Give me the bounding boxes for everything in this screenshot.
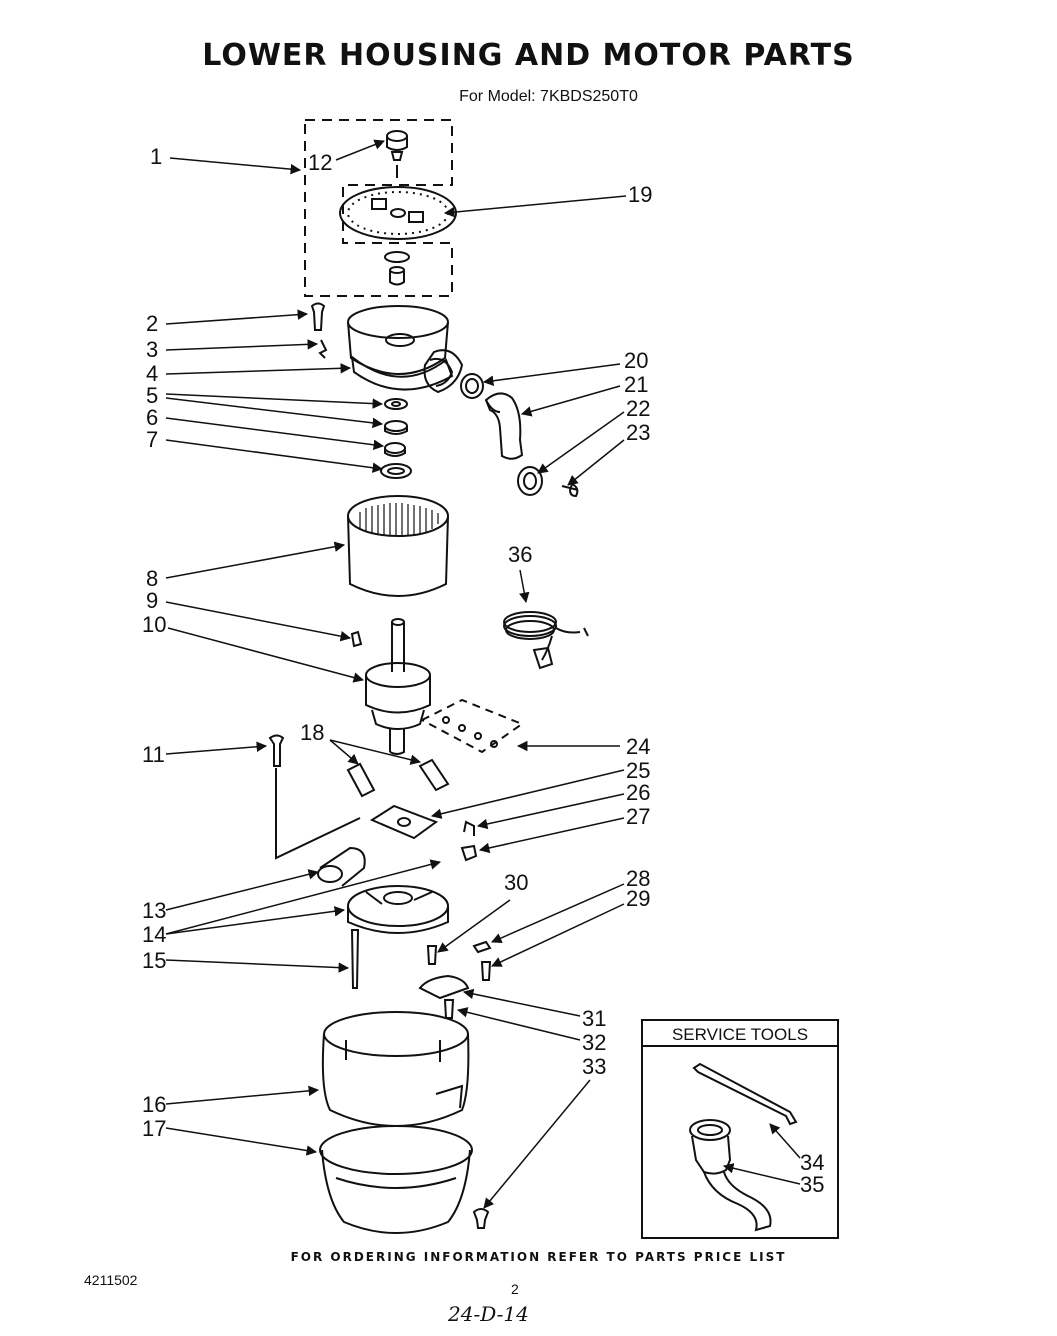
callout-29: 29 [626, 886, 650, 911]
part-7-ring [380, 463, 412, 479]
callout-1: 1 [150, 144, 162, 169]
callout-2: 2 [146, 311, 158, 336]
part-27-connector [460, 844, 478, 862]
callout-8: 8 [146, 566, 158, 591]
callout-18: 18 [300, 720, 324, 745]
part-15-bolt [350, 929, 360, 989]
part-12-cap [386, 130, 408, 142]
handwritten-note: 24-D-14 [448, 1302, 529, 1326]
part-13-capacitor-end [317, 865, 343, 883]
callout-28: 28 [626, 866, 650, 891]
callout-32: 32 [582, 1030, 606, 1055]
part-21-elbow [484, 392, 524, 460]
callout-36: 36 [508, 542, 532, 567]
callout-14: 14 [142, 922, 166, 947]
part-2-screw [310, 302, 326, 331]
page-title: LOWER HOUSING AND MOTOR PARTS [202, 38, 855, 73]
part-35-adapter-top [689, 1119, 731, 1141]
callout-35: 35 [800, 1172, 824, 1197]
model-subtitle: For Model: 7KBDS250T0 [459, 88, 638, 105]
part-4-housing-body [347, 321, 449, 375]
callout-34: 34 [800, 1150, 824, 1175]
callout-27: 27 [626, 804, 650, 829]
part-11-screw [268, 734, 285, 767]
callout-33: 33 [582, 1054, 606, 1079]
callout-13: 13 [142, 898, 166, 923]
callout-12: 12 [308, 150, 332, 175]
part-4-outlet [423, 349, 464, 394]
ground-wire [275, 768, 361, 860]
callout-3: 3 [146, 337, 158, 362]
part-13-capacitor-body [319, 846, 366, 887]
callout-23: 23 [626, 420, 650, 445]
part-17-base-body [321, 1149, 471, 1234]
callout-19: 19 [628, 182, 652, 207]
callout-7: 7 [146, 427, 158, 452]
callout-31: 31 [582, 1006, 606, 1031]
part-32-screw [443, 999, 455, 1019]
part-8-stator-top [347, 495, 449, 537]
callout-26: 26 [626, 780, 650, 805]
part-5-bearing [384, 398, 408, 410]
callout-4: 4 [146, 361, 158, 386]
part-10-shaft [391, 622, 405, 672]
part-8-stator-body [347, 515, 449, 597]
part-number: 4211502 [84, 1272, 138, 1288]
page-number: 2 [511, 1281, 519, 1297]
callout-17: 17 [142, 1116, 166, 1141]
part-19-turntable [339, 186, 457, 240]
callout-24: 24 [626, 734, 650, 759]
callout-9: 9 [146, 588, 158, 613]
part-10-rotor-body [365, 675, 431, 714]
ordering-note: FOR ORDERING INFORMATION REFER TO PARTS … [290, 1250, 787, 1264]
callout-15: 15 [142, 948, 166, 973]
callout-22: 22 [626, 396, 650, 421]
callout-16: 16 [142, 1092, 166, 1117]
assembly-dashed-outline [304, 119, 453, 297]
callout-25: 25 [626, 758, 650, 783]
part-12-cap-body [386, 136, 408, 151]
part-6-washer [384, 420, 408, 432]
part-1-washer [384, 251, 410, 263]
callout-21: 21 [624, 372, 648, 397]
part-35-adapter-body [691, 1135, 732, 1175]
part-23-screw [561, 482, 579, 498]
part-3-clip [318, 339, 328, 359]
service-tools-title: SERVICE TOOLS [672, 1025, 808, 1044]
callout-6: 6 [146, 405, 158, 430]
part-25-switch-plate [369, 804, 439, 840]
callout-30: 30 [504, 870, 528, 895]
part-34-wrench [692, 1062, 798, 1126]
part-18-brush-right [418, 758, 450, 792]
callout-5: 5 [146, 383, 158, 408]
part-22-flange [517, 466, 543, 496]
part-9-clip [350, 630, 363, 648]
part-7-seal [384, 442, 406, 454]
callout-20: 20 [624, 348, 648, 373]
part-31-cover-plate [418, 974, 470, 1000]
part-30-screw [426, 945, 438, 965]
part-24-terminal-block [419, 698, 525, 754]
service-tools-box [641, 1019, 839, 1239]
part-16-housing-body [321, 1033, 470, 1127]
part-10-rotor-top [365, 662, 431, 688]
part-29-screw [480, 961, 492, 981]
callout-11: 11 [142, 742, 165, 767]
part-26-clip [463, 820, 475, 836]
callout-10: 10 [142, 612, 166, 637]
part-36-cord-coil [503, 611, 557, 633]
part-33-screw [472, 1208, 490, 1229]
part-28-screw [472, 940, 492, 954]
part-17-base-top [319, 1125, 473, 1175]
part-18-brush-left [346, 762, 376, 798]
part-20-clamp [460, 373, 484, 399]
